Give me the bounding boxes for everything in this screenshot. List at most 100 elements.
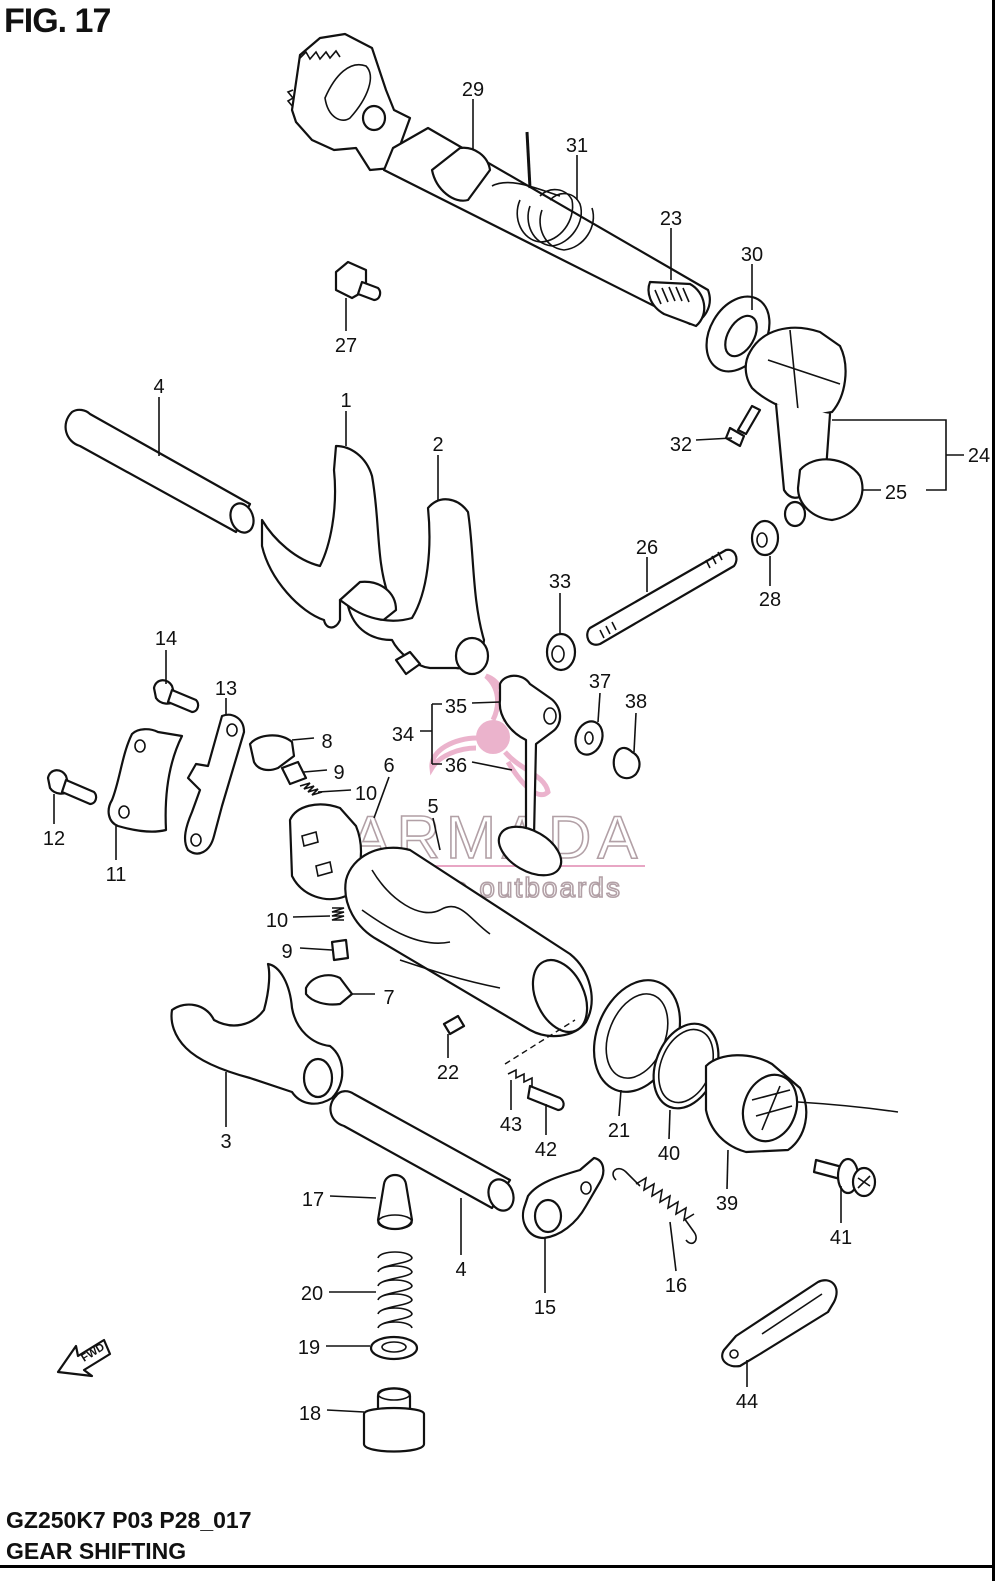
part-42-neutral-pin <box>526 1084 565 1112</box>
stopper-bolt-shank <box>356 280 382 302</box>
return-spring-coil-3 <box>539 207 595 251</box>
spring-20-coil <box>377 1251 413 1329</box>
screw-14-shank <box>166 688 200 714</box>
callout-c4a: 4 <box>153 376 164 398</box>
callout-c17: 17 <box>302 1189 324 1211</box>
part-10-spring-lower <box>331 907 345 921</box>
stopper-plate-hole-2 <box>118 805 130 819</box>
callout-labels: 1234456789910101112131415161718192021222… <box>43 79 990 1425</box>
return-spring-coil-1 <box>516 188 574 243</box>
part-22-pin <box>442 1014 466 1036</box>
gear-shift-cam-grooves <box>361 869 501 989</box>
part-8-pawl <box>248 734 296 772</box>
part-15-gear-shift-arm <box>521 1156 605 1240</box>
stopper-plate-body <box>107 728 184 833</box>
roller-shaft <box>783 500 807 528</box>
pin-9-upper <box>280 760 308 786</box>
gear-shift-cam-bearing <box>497 825 563 877</box>
washer-37-hole <box>584 731 594 745</box>
callout-c21: 21 <box>608 1120 630 1142</box>
gear-shift-arm-body <box>521 1156 605 1240</box>
cap-17 <box>376 1173 414 1231</box>
pawl-lifter-hole <box>543 707 557 725</box>
washer-19 <box>369 1335 419 1361</box>
part-29-shift-shaft <box>286 32 711 328</box>
callout-c22: 22 <box>437 1062 459 1084</box>
callout-c16: 16 <box>665 1275 687 1297</box>
callout-c27: 27 <box>335 335 357 357</box>
callout-c37: 37 <box>589 671 611 693</box>
callout-c34: 34 <box>392 724 414 746</box>
callout-c3: 3 <box>220 1131 231 1153</box>
oil-seal-inner <box>724 314 758 358</box>
callout-c32: 32 <box>670 434 692 456</box>
callout-c1: 1 <box>340 390 351 412</box>
leader-10b <box>292 915 331 918</box>
part-37-washer <box>574 720 604 756</box>
part-27-stopper-bolt <box>334 260 382 302</box>
part-43-spring <box>507 1068 533 1086</box>
leader-34 <box>420 703 442 765</box>
callout-c41: 41 <box>830 1227 852 1249</box>
callout-c10a: 10 <box>355 783 377 805</box>
shift-shaft-arm-teeth <box>286 49 341 108</box>
part-1-shift-fork <box>260 444 398 629</box>
clamp-bolt-shank <box>736 404 762 436</box>
leader-18 <box>326 1409 365 1413</box>
gear-shift-cam-end <box>531 958 589 1034</box>
leader-40 <box>668 1109 671 1140</box>
fwd-arrow-icon: FWD <box>56 1338 112 1378</box>
roller-cap <box>796 458 864 522</box>
leader-lines <box>53 99 964 1413</box>
gear-shift-cam-drum <box>344 846 593 1038</box>
fork-shaft-upper-body <box>64 408 252 534</box>
callout-c31: 31 <box>566 135 588 157</box>
part-38-circlip <box>612 746 641 780</box>
neutral-pin-42 <box>526 1084 565 1112</box>
washer-28 <box>750 519 780 557</box>
part-28-washer <box>750 519 780 557</box>
stopper-plate-hole <box>134 739 146 753</box>
shift-shaft-arm-slot <box>324 63 372 122</box>
callout-c11: 11 <box>106 864 127 886</box>
part-16-spring <box>612 1167 697 1245</box>
fwd-arrow-shape <box>56 1338 112 1378</box>
part-14-screw <box>152 679 200 714</box>
callout-c14: 14 <box>155 628 177 650</box>
callout-c8: 8 <box>321 731 332 753</box>
part-4-fork-shaft-upper <box>64 408 255 534</box>
leader-37 <box>597 692 601 723</box>
shift-arm-clamp <box>744 326 847 418</box>
bolt-18-top <box>377 1387 411 1401</box>
nut-33-hole <box>551 645 565 663</box>
part-9-pin-lower <box>330 938 350 962</box>
callout-c28: 28 <box>759 589 781 611</box>
callout-c44: 44 <box>736 1391 758 1413</box>
cam-guide-plate-hole-bottom <box>190 833 202 847</box>
callout-c19: 19 <box>298 1337 320 1359</box>
callout-c10b: 10 <box>266 910 288 932</box>
return-spring-coil-2 <box>527 192 583 247</box>
gear-shift-arm-bore <box>533 1198 563 1234</box>
callout-c5: 5 <box>427 796 438 818</box>
cam-driven-gear-notches <box>301 830 333 878</box>
callout-c7: 7 <box>383 987 394 1009</box>
spring-16-hook-bottom <box>683 1217 697 1245</box>
bolt-18-head <box>362 1406 426 1453</box>
fork-shaft-lower-body <box>329 1090 512 1210</box>
screw-12-shank <box>60 778 98 806</box>
callout-c30: 30 <box>741 244 763 266</box>
part-17-cap <box>376 1173 414 1231</box>
leader-36 <box>471 761 513 771</box>
part-39-gear-position-switch <box>704 1054 899 1154</box>
spring-43 <box>507 1068 533 1086</box>
callout-c2: 2 <box>432 434 443 456</box>
part-2-shift-fork <box>346 498 490 676</box>
watermark-logo-blade-left <box>429 735 478 776</box>
part-35-36-pawl-assembly <box>498 674 562 838</box>
part-7-pawl <box>304 974 354 1006</box>
lead-clamp-hole <box>729 1349 739 1359</box>
part-31-return-spring <box>491 131 595 251</box>
leader-6 <box>373 776 390 819</box>
callout-c33: 33 <box>549 571 571 593</box>
